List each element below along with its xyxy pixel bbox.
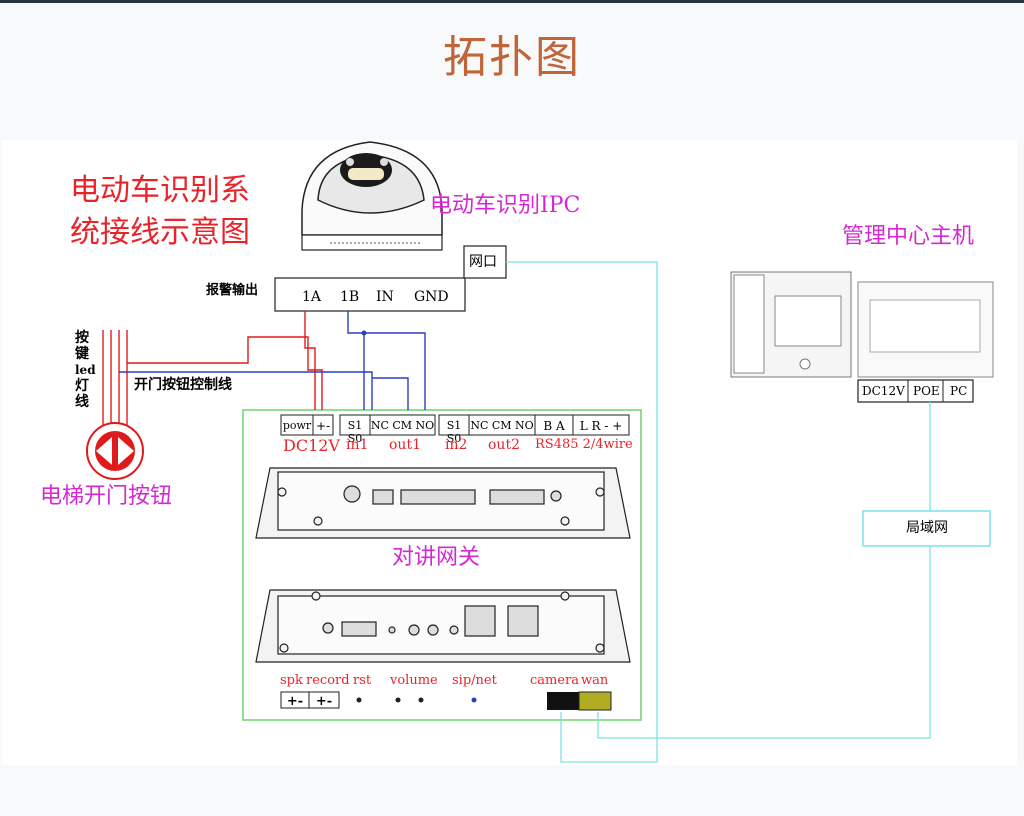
- gateway-label-sipnet: sip/net: [452, 673, 497, 688]
- gateway-label-camera: camera: [530, 673, 580, 688]
- gateway-group-in2: in2: [445, 437, 468, 453]
- gateway-term-out2: NC CM NO: [470, 419, 534, 432]
- gateway-term-lr: L R - +: [579, 419, 623, 433]
- host-port-poe: POE: [913, 384, 940, 398]
- gateway-term-out1: NC CM NO: [370, 419, 435, 432]
- gateway-group-out2: out2: [488, 437, 520, 453]
- ipc-terminal-gnd: GND: [414, 289, 449, 305]
- page-title: 拓扑图: [443, 32, 581, 83]
- gateway-group-dc12v: DC12V: [283, 436, 340, 455]
- ipc-network-port-label: 网口: [469, 254, 497, 270]
- gateway-label: 对讲网关: [392, 545, 481, 570]
- ipc-network-port-box: [463, 245, 507, 279]
- gateway-rear-panel: [255, 589, 631, 663]
- gateway-group-rs485: RS485 2/4wire: [535, 437, 633, 452]
- gateway-label-spk: spk: [280, 673, 303, 688]
- host-label: 管理中心主机: [842, 224, 975, 249]
- elevator-button-icon: [86, 422, 144, 480]
- ipc-label: 电动车识别IPC: [430, 193, 581, 218]
- gateway-bottom-ports: [280, 691, 612, 711]
- control-wires: [119, 311, 426, 410]
- top-border-line: [0, 0, 1024, 3]
- diagram-title-line1: 电动车识别系: [70, 173, 250, 208]
- host-port-box: [857, 379, 974, 403]
- gateway-group-in1: in1: [346, 437, 369, 453]
- elevator-wires-label: 按 键 led 灯 线: [75, 330, 96, 410]
- gateway-record-terminal: +-: [315, 694, 333, 709]
- gateway-term-powr: powr: [282, 419, 312, 432]
- gateway-label-rst: rst: [353, 673, 372, 688]
- control-line-label: 开门按钮控制线: [134, 377, 232, 393]
- alarm-output-label: 报警输出: [206, 283, 259, 298]
- diagram-title-line2: 统接线示意图: [70, 215, 250, 250]
- gateway-term-rs485: B A: [543, 419, 565, 433]
- gateway-top-terminal-strip: [280, 414, 630, 436]
- gateway-label-volume: volume: [390, 673, 438, 688]
- wan-port: [578, 691, 612, 711]
- ipc-camera-icon: [301, 141, 443, 251]
- gateway-spk-terminal: +-: [286, 694, 304, 709]
- elevator-button-label: 电梯开门按钮: [40, 484, 173, 509]
- ipc-terminal-in: IN: [376, 289, 394, 305]
- gateway-frame: [242, 409, 642, 721]
- ipc-terminal-1a: 1A: [302, 289, 322, 305]
- camera-port: [547, 692, 579, 710]
- ipc-terminal-box: [274, 277, 466, 312]
- host-device-icon: [730, 271, 994, 378]
- gateway-front-panel: [255, 467, 631, 539]
- lan-label: 局域网: [906, 520, 948, 536]
- ipc-terminal-1b: 1B: [340, 289, 360, 305]
- host-port-dc12v: DC12V: [862, 384, 905, 398]
- host-port-pc: PC: [950, 384, 968, 398]
- gateway-label-record: record: [306, 673, 350, 688]
- gateway-term-in2: S1 S0: [446, 419, 462, 445]
- gateway-term-in1: S1 S0: [347, 419, 363, 445]
- gateway-group-out1: out1: [389, 437, 421, 453]
- gateway-term-pm: +-: [315, 419, 331, 433]
- elevator-wires: [102, 311, 323, 430]
- network-cables: [506, 261, 931, 763]
- lan-box: [862, 510, 991, 547]
- gateway-label-wan: wan: [581, 673, 609, 688]
